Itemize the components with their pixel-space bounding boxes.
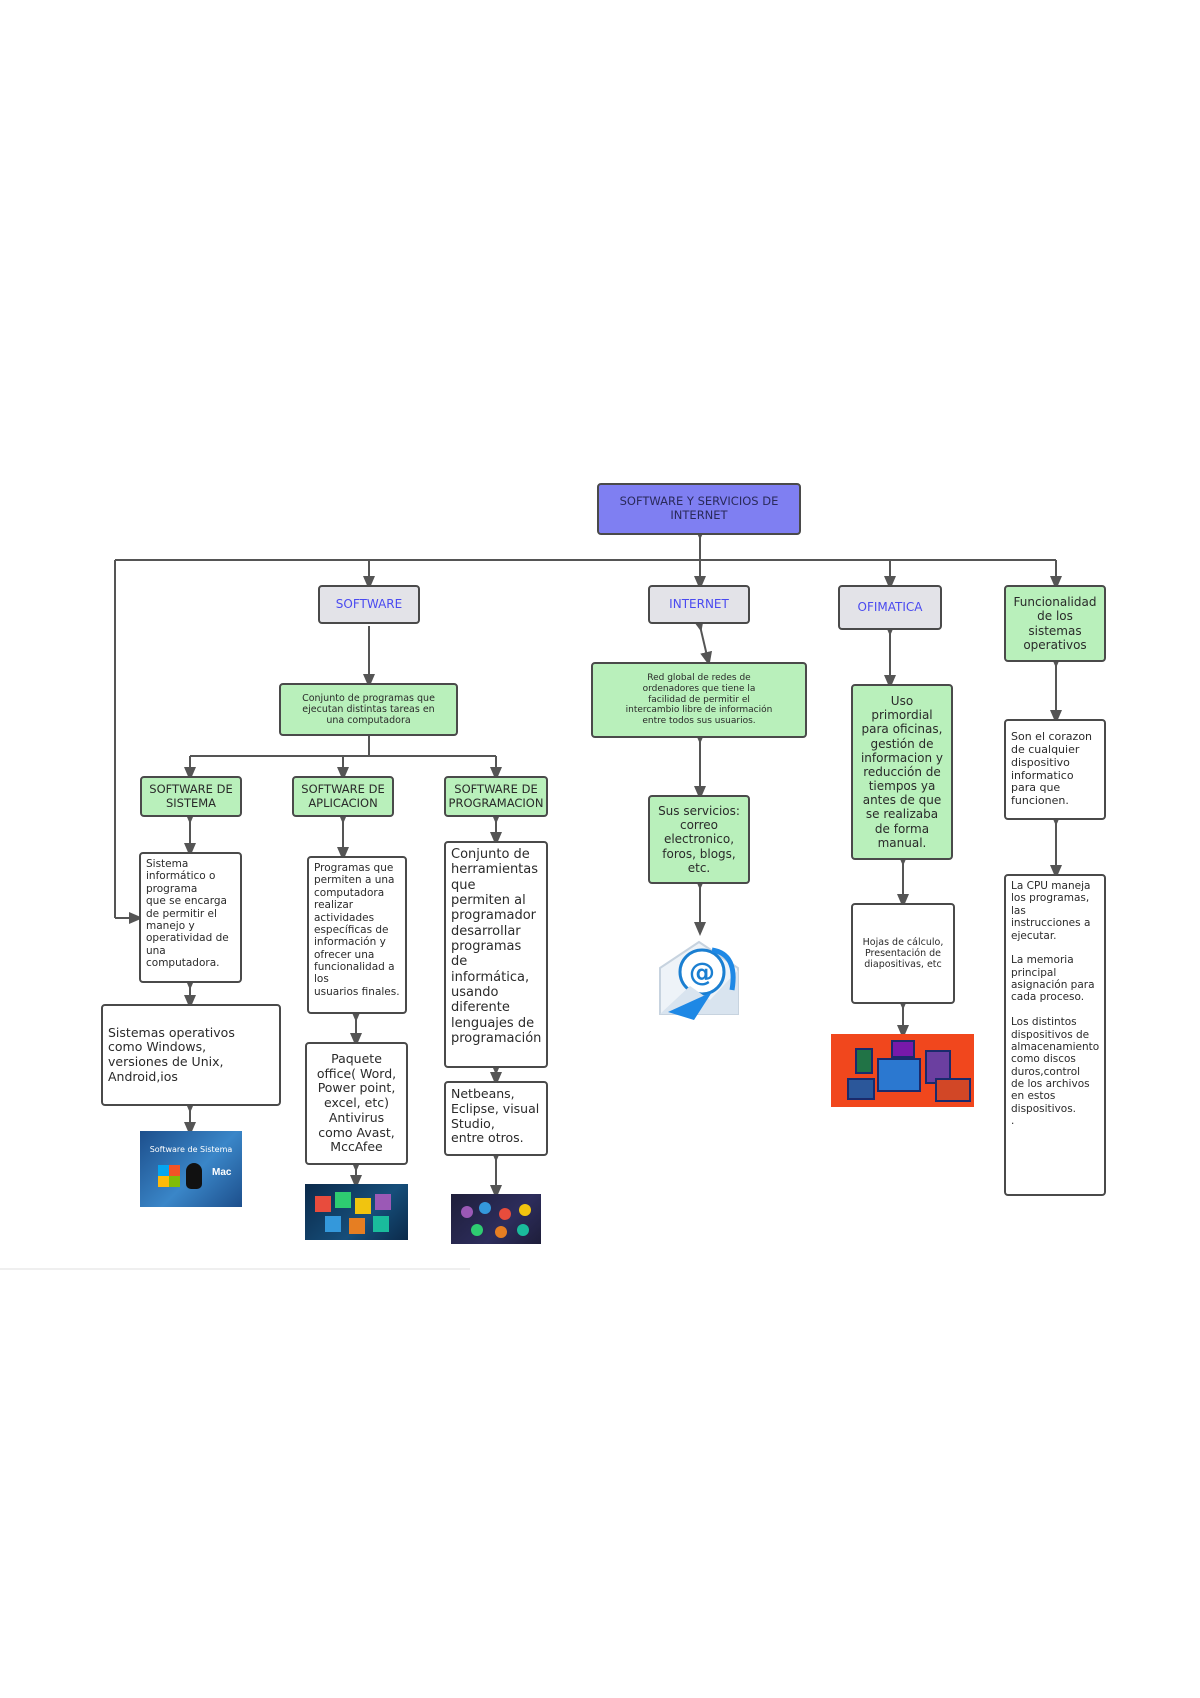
tool-logo-icon [499, 1208, 511, 1220]
ofimatica-definition: Uso primordial para oficinas, gestión de… [851, 684, 953, 860]
app-tile-icon [349, 1218, 365, 1234]
branch-software: SOFTWARE [318, 585, 420, 624]
monitor-icon [877, 1058, 921, 1092]
sistema-definition-text: Sistema informático o programa que se en… [146, 858, 229, 969]
aplicacion-examples-text: Paquete office( Word, Power point, excel… [316, 1050, 397, 1155]
app-tile-icon [355, 1198, 371, 1214]
sub-aplicacion-label: SOFTWARE DE APLICACION [301, 781, 385, 810]
programacion-examples-text: Netbeans, Eclipse, visual Studio, entre … [451, 1086, 540, 1146]
phone-icon [855, 1048, 873, 1074]
software-definition: Conjunto de programas que ejecutan disti… [279, 683, 458, 736]
func-definition: Son el corazon de cualquier dispositivo … [1004, 719, 1106, 820]
ofimatica-definition-text: Uso primordial para oficinas, gestión de… [860, 694, 944, 850]
software-definition-text: Conjunto de programas que ejecutan disti… [302, 692, 435, 727]
tool-logo-icon [479, 1202, 491, 1214]
laptop-icon [935, 1078, 971, 1102]
linux-penguin-icon [186, 1163, 202, 1189]
software-de-sistema-image: Software de Sistema Mac [140, 1131, 242, 1207]
sistema-image-caption: Software de Sistema [149, 1145, 233, 1154]
sub-programacion-label: SOFTWARE DE PROGRAMACION [448, 781, 544, 810]
app-tile-icon [315, 1196, 331, 1212]
sub-sistema-label: SOFTWARE DE SISTEMA [149, 781, 233, 810]
branch-funcionalidad-label: Funcionalidad de los sistemas operativos [1013, 595, 1097, 652]
aplicacion-definition-text: Programas que permiten a una computadora… [314, 862, 400, 998]
programacion-definition: Conjunto de herramientas que permiten al… [444, 841, 548, 1068]
internet-definition-text: Red global de redes de ordenadores que t… [625, 673, 773, 726]
windows-logo-icon [158, 1165, 180, 1187]
sistema-definition: Sistema informático o programa que se en… [139, 852, 242, 983]
func-details-text: La CPU maneja los programas, las instruc… [1011, 880, 1100, 1128]
email-icon: @ [650, 930, 748, 1028]
func-definition-text: Son el corazon de cualquier dispositivo … [1011, 729, 1093, 808]
tile-icon [847, 1078, 875, 1100]
application-software-image [305, 1184, 408, 1240]
app-tile-icon [325, 1216, 341, 1232]
internet-to-def [692, 616, 713, 666]
func-details: La CPU maneja los programas, las instruc… [1004, 874, 1106, 1196]
internet-servicios: Sus servicios: correo electronico, foros… [648, 795, 750, 884]
tile-icon [891, 1040, 915, 1058]
tool-logo-icon [495, 1226, 507, 1238]
tool-logo-icon [519, 1204, 531, 1216]
branch-ofimatica-label: OFIMATICA [857, 600, 923, 615]
scan-artifact-line [0, 1268, 470, 1270]
email-at-glyph: @ [689, 958, 715, 988]
root-node: SOFTWARE Y SERVICIOS DE INTERNET [597, 483, 801, 535]
tool-logo-icon [471, 1224, 483, 1236]
aplicacion-examples: Paquete office( Word, Power point, excel… [305, 1042, 408, 1165]
office-apps-image [831, 1034, 974, 1107]
sub-aplicacion: SOFTWARE DE APLICACION [292, 776, 394, 817]
tool-logo-icon [517, 1224, 529, 1236]
tool-logo-icon [461, 1206, 473, 1218]
sistema-image-mac: Mac [212, 1167, 232, 1178]
app-tile-icon [375, 1194, 391, 1210]
sistema-examples: Sistemas operativos como Windows, versio… [101, 1004, 281, 1106]
ofimatica-examples-text: Hojas de cálculo, Presentación de diapos… [862, 936, 944, 971]
internet-servicios-text: Sus servicios: correo electronico, foros… [658, 804, 740, 875]
branch-internet: INTERNET [648, 585, 750, 624]
branch-funcionalidad: Funcionalidad de los sistemas operativos [1004, 585, 1106, 662]
internet-definition: Red global de redes de ordenadores que t… [591, 662, 807, 738]
app-tile-icon [373, 1216, 389, 1232]
sub-programacion: SOFTWARE DE PROGRAMACION [444, 776, 548, 817]
branch-software-label: SOFTWARE [335, 597, 403, 612]
programacion-definition-text: Conjunto de herramientas que permiten al… [451, 847, 542, 1046]
branch-ofimatica: OFIMATICA [838, 585, 942, 630]
aplicacion-definition: Programas que permiten a una computadora… [307, 856, 407, 1014]
sub-sistema: SOFTWARE DE SISTEMA [140, 776, 242, 817]
ofimatica-examples: Hojas de cálculo, Presentación de diapos… [851, 903, 955, 1004]
email-envelope-icon: @ [659, 940, 739, 1020]
programming-tools-image [451, 1194, 541, 1244]
branch-internet-label: INTERNET [669, 597, 729, 612]
root-label: SOFTWARE Y SERVICIOS DE INTERNET [619, 494, 779, 522]
app-tile-icon [335, 1192, 351, 1208]
programacion-examples: Netbeans, Eclipse, visual Studio, entre … [444, 1081, 548, 1156]
sistema-examples-text: Sistemas operativos como Windows, versio… [108, 1024, 235, 1084]
